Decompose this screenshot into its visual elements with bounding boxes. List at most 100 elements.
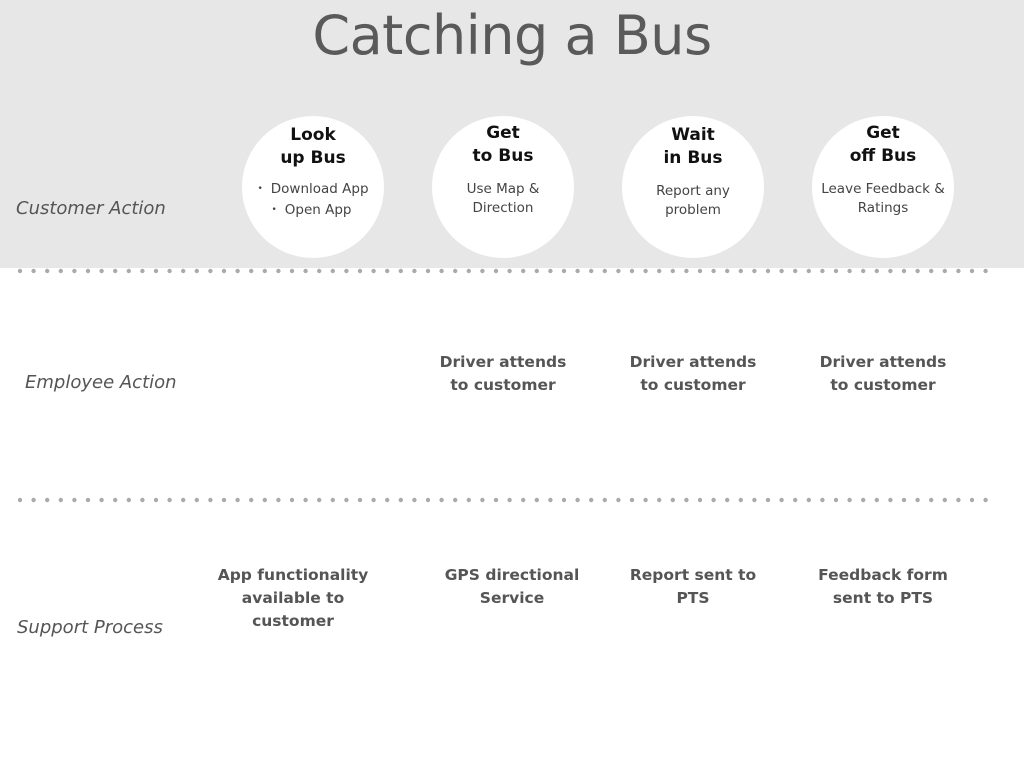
row-label-support-process: Support Process <box>17 617 163 638</box>
step-title: Get off Bus <box>823 122 943 168</box>
separator-dot <box>888 497 893 503</box>
separator-dot <box>194 497 199 503</box>
cell-line: Driver attends <box>629 353 757 371</box>
separator-dot <box>697 268 703 274</box>
separator-dot <box>548 497 553 503</box>
step-description: Leave Feedback & Ratings <box>813 180 953 218</box>
step-circle-get-to-bus: Get to Bus Use Map & Direction <box>432 116 574 258</box>
separator-dot <box>385 268 390 274</box>
separator-dot <box>167 497 172 503</box>
separator-dot <box>249 268 254 274</box>
separator-dot <box>45 497 50 503</box>
separator-dot <box>289 268 295 274</box>
separator-dot <box>480 497 485 503</box>
separator-dot <box>969 268 975 274</box>
separator-dot <box>113 268 118 274</box>
separator-dot <box>874 497 879 503</box>
separator-dot <box>847 268 852 274</box>
step-circle-get-off-bus: Get off Bus Leave Feedback & Ratings <box>812 116 954 258</box>
separator-dot <box>670 497 675 503</box>
step-bullet: Open App <box>257 201 368 222</box>
separator-dot <box>725 497 730 503</box>
separator-dot <box>616 268 621 274</box>
separator-dot <box>17 268 23 274</box>
separator-dot <box>167 268 172 274</box>
separator-dot <box>31 497 36 503</box>
separator-dot <box>616 497 621 503</box>
employee-action-cell: Driver attends to customer <box>423 351 583 397</box>
separator-dot <box>915 497 920 503</box>
step-description-line: Leave Feedback & <box>821 181 945 197</box>
separator-dot <box>738 268 743 274</box>
separator-dot <box>806 497 811 503</box>
separator-dot <box>126 268 131 274</box>
separator-dot <box>806 268 811 274</box>
separator-dot <box>793 268 798 274</box>
row-label-employee-action: Employee Action <box>25 372 177 393</box>
separator-dot <box>357 268 363 274</box>
cell-line: App functionality <box>217 566 369 584</box>
separator-dot <box>589 497 594 503</box>
separator-dot <box>765 497 771 503</box>
page-title: Catching a Bus <box>312 4 712 67</box>
separator-dot <box>521 497 526 503</box>
separator-dot <box>85 268 91 274</box>
separator-dot <box>317 268 322 274</box>
step-bullet-list: Download App Open App <box>257 180 369 222</box>
step-description-line: problem <box>665 202 721 218</box>
separator-dot <box>249 497 254 503</box>
separator-dot <box>575 497 580 503</box>
cell-line: customer <box>252 612 334 630</box>
separator-dot <box>344 268 349 274</box>
separator-dot <box>99 268 104 274</box>
row-separator-dots <box>17 268 988 274</box>
step-circle-look-up-bus: Look up Bus Download App Open App <box>242 116 384 258</box>
separator-dot <box>466 268 471 274</box>
row-label-customer-action: Customer Action <box>16 198 166 219</box>
step-circle-wait-in-bus: Wait in Bus Report any problem <box>622 116 764 258</box>
separator-dot <box>983 497 988 503</box>
separator-dot <box>371 497 376 503</box>
separator-dot <box>779 268 784 274</box>
separator-dot <box>657 497 662 503</box>
step-description: Use Map & Direction <box>438 180 568 218</box>
separator-dot <box>833 497 839 503</box>
separator-dot <box>153 268 159 274</box>
separator-dot <box>235 268 240 274</box>
separator-dot <box>507 497 512 503</box>
separator-dot <box>262 497 267 503</box>
separator-dot <box>575 268 580 274</box>
separator-dot <box>493 497 499 503</box>
separator-dot <box>738 497 743 503</box>
separator-dot <box>58 497 63 503</box>
step-description-line: Ratings <box>857 200 909 216</box>
separator-dot <box>534 497 539 503</box>
separator-dot <box>779 497 784 503</box>
step-title: Look up Bus <box>253 124 373 170</box>
separator-dot <box>208 497 213 503</box>
separator-dot <box>629 268 635 274</box>
separator-dot <box>507 268 512 274</box>
separator-dot <box>561 497 567 503</box>
separator-dot <box>330 268 335 274</box>
separator-dot <box>276 268 281 274</box>
separator-dot <box>589 268 594 274</box>
separator-dot <box>194 268 199 274</box>
separator-dot <box>643 268 648 274</box>
separator-dot <box>534 268 539 274</box>
separator-dot <box>425 268 431 274</box>
step-bullet: Download App <box>257 180 369 201</box>
separator-dot <box>969 497 975 503</box>
separator-dot <box>765 268 771 274</box>
separator-dot <box>72 497 77 503</box>
separator-dot <box>153 497 159 503</box>
separator-dot <box>602 268 607 274</box>
separator-dot <box>357 497 363 503</box>
separator-dot <box>344 497 349 503</box>
cell-line: available to <box>241 589 345 607</box>
step-title-line: in Bus <box>663 148 723 168</box>
step-description-line: Report any <box>656 183 730 199</box>
separator-dot <box>752 268 757 274</box>
separator-dot <box>901 497 907 503</box>
separator-dot <box>303 268 308 274</box>
